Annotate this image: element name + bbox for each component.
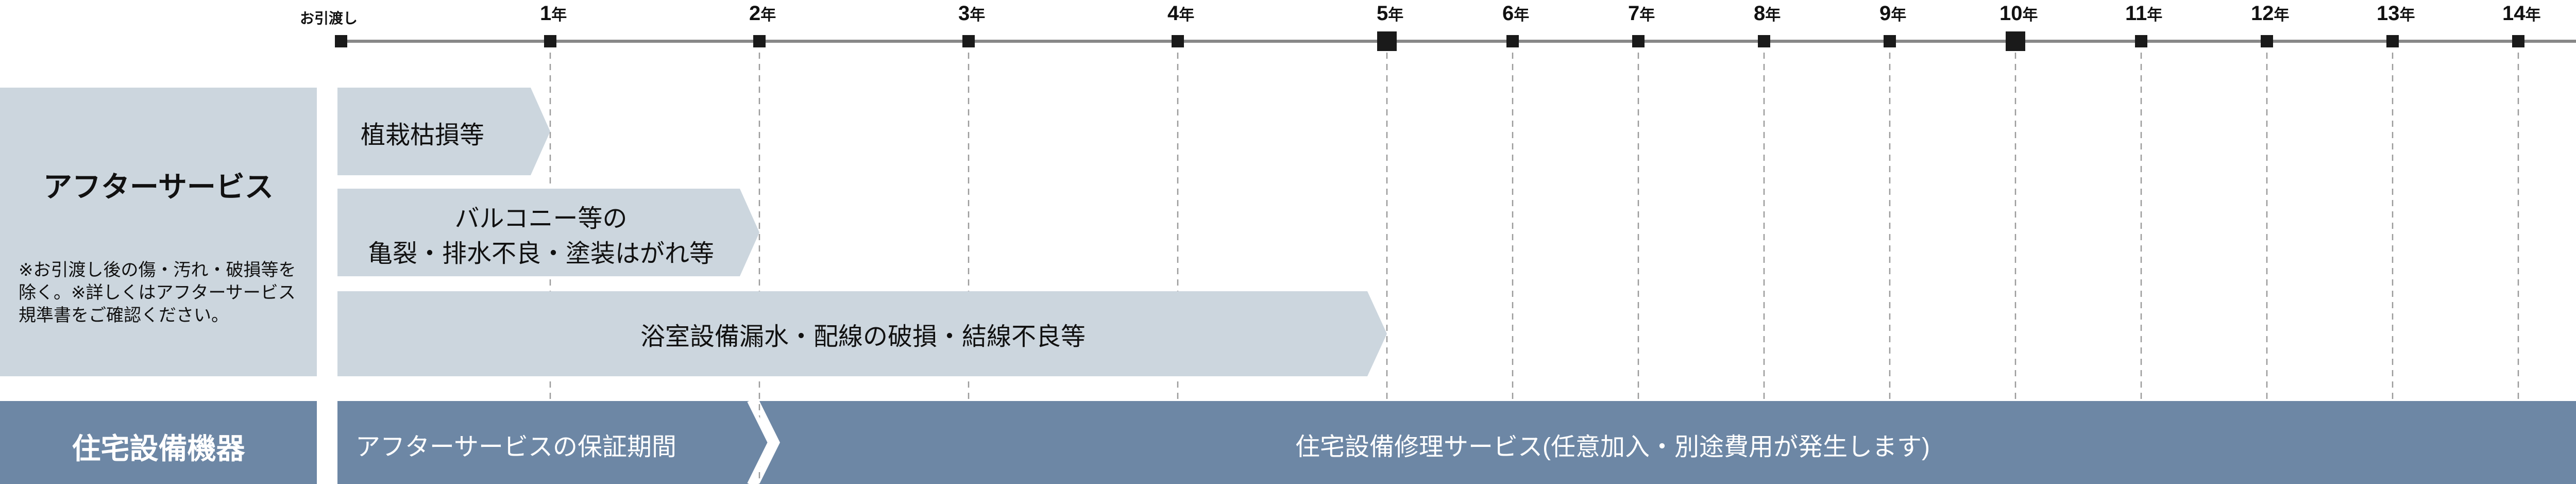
bar-balcony <box>337 189 759 276</box>
marker-year-10 <box>2006 31 2025 51</box>
tick-label-year-6: 6年 <box>1502 2 1530 25</box>
marker-year-13 <box>2386 35 2399 47</box>
tick-label-year-11: 11年 <box>2125 2 2163 25</box>
repair-service-label: 住宅設備修理サービス(任意加入・別途費用が発生します) <box>1295 433 1930 461</box>
bar-repair-service <box>759 401 2576 484</box>
marker-year-6 <box>1506 35 1519 47</box>
tick-label-year-3: 3年 <box>958 2 986 25</box>
equipment-title: 住宅設備機器 <box>72 432 245 465</box>
marker-year-2 <box>753 35 766 47</box>
marker-year-12 <box>2261 35 2273 47</box>
bar-warranty-period <box>337 401 770 484</box>
after-service-note: ※お引渡し後の傷・汚れ・破損等を除く。※詳しくはアフターサービス規準書をご確認く… <box>19 260 296 325</box>
bar-bath <box>337 291 1387 376</box>
tick-label-year-1: 1年 <box>540 2 567 25</box>
separator-chevron <box>747 400 772 484</box>
tick-label-year-13: 13年 <box>2377 2 2415 25</box>
tick-label-handover: お引渡し <box>300 10 358 26</box>
marker-year-9 <box>1884 35 1896 47</box>
item-bath-label: 浴室設備漏水・配線の破損・結線不良等 <box>640 323 1086 351</box>
marker-year-4 <box>1172 35 1184 47</box>
item-balcony-label-line1: バルコニー等の <box>454 205 628 232</box>
bar-plants <box>337 88 550 175</box>
marker-handover <box>335 35 347 47</box>
marker-year-14 <box>2512 35 2524 47</box>
tick-label-year-10: 10年 <box>1999 2 2038 25</box>
item-balcony-label-line2: 亀裂・排水不良・塗装はがれ等 <box>367 240 714 268</box>
equipment-panel: 住宅設備機器 <box>0 401 317 484</box>
tick-label-year-2: 2年 <box>749 2 776 25</box>
tick-label-year-8: 8年 <box>1754 2 1781 25</box>
tick-label-year-9: 9年 <box>1879 2 1907 25</box>
after-service-title: アフターサービス <box>43 171 274 203</box>
marker-year-8 <box>1758 35 1770 47</box>
marker-year-7 <box>1632 35 1645 47</box>
warranty-period-label: アフターサービスの保証期間 <box>355 433 677 461</box>
tick-label-year-14: 14年 <box>2502 2 2541 25</box>
tick-label-year-5: 5年 <box>1377 2 1404 25</box>
marker-year-5 <box>1377 31 1397 51</box>
after-service-panel: アフターサービス ※お引渡し後の傷・汚れ・破損等を除く。※詳しくはアフターサービ… <box>0 88 317 376</box>
marker-year-3 <box>962 35 975 47</box>
marker-year-11 <box>2135 35 2147 47</box>
tick-label-year-12: 12年 <box>2251 2 2290 25</box>
tick-label-year-7: 7年 <box>1628 2 1655 25</box>
tick-label-year-4: 4年 <box>1167 2 1195 25</box>
marker-year-1 <box>544 35 556 47</box>
item-plants-label: 植栽枯損等 <box>361 122 485 149</box>
